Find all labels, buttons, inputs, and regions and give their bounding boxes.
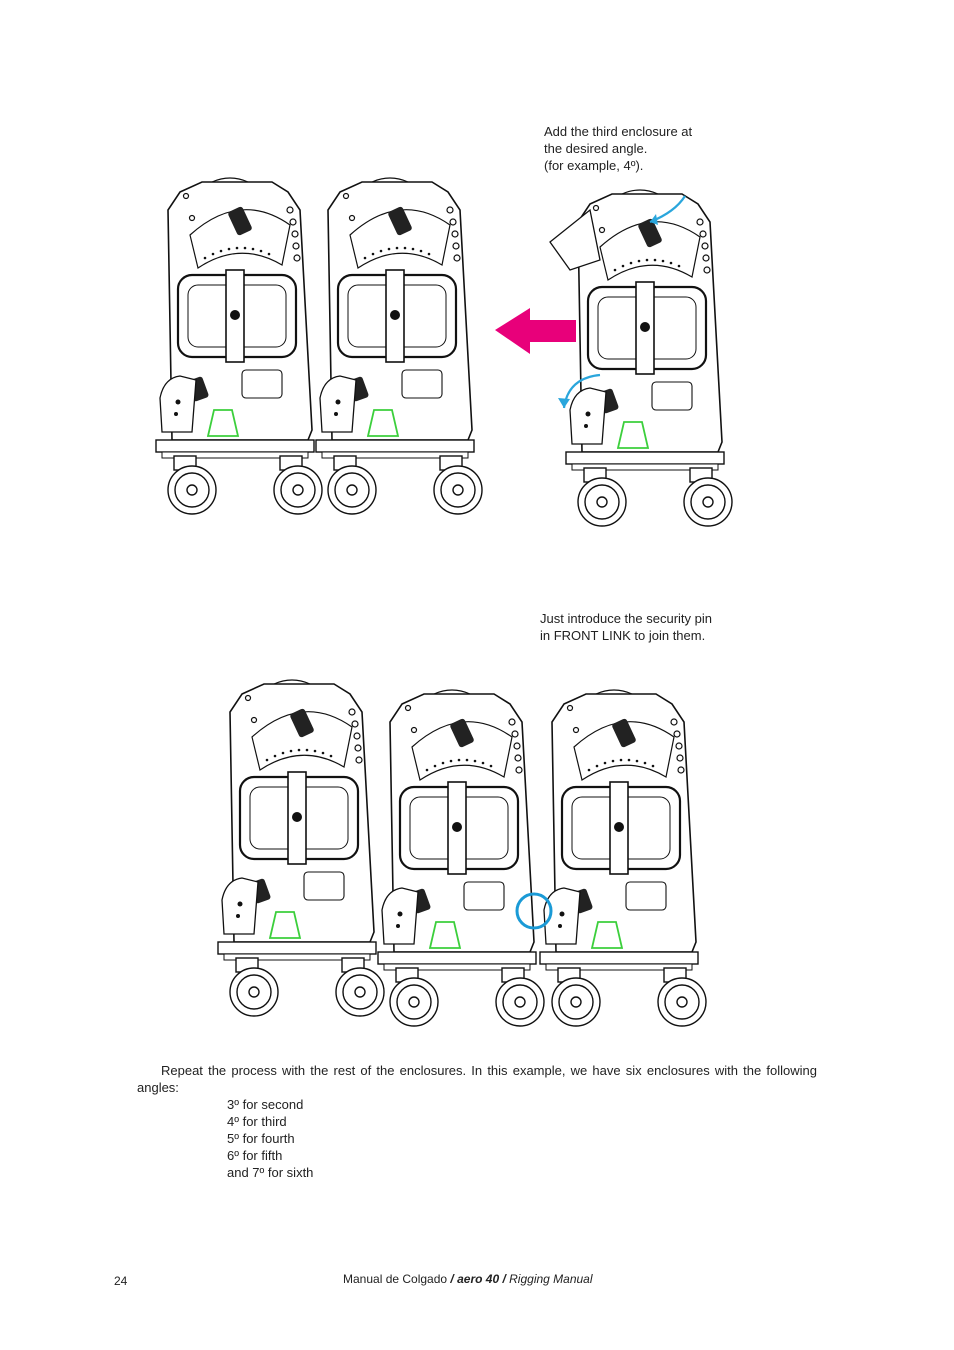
footer-suffix: Rigging Manual: [509, 1272, 593, 1286]
angle-item: 6º for fifth: [227, 1148, 283, 1163]
angle-item: 4º for third: [227, 1114, 287, 1129]
figure2-caption: Just introduce the security pin in FRONT…: [540, 610, 760, 644]
security-pin-highlight-icon: [515, 892, 553, 930]
figure1-caption: Add the third enclosure at the desired a…: [544, 123, 744, 174]
figure1-caption-line2: the desired angle.: [544, 141, 648, 156]
angle-list: 3º for second 4º for third 5º for fourth…: [227, 1096, 313, 1181]
enclosure-2: [314, 176, 484, 516]
front-link-plate: [549, 208, 601, 271]
enclosure-a: [216, 678, 386, 1018]
enclosure-c: [538, 688, 708, 1028]
figure1-illustration: [154, 176, 734, 528]
angle-item: 3º for second: [227, 1097, 304, 1112]
instructions-paragraph: Repeat the process with the rest of the …: [137, 1063, 817, 1095]
footer-prefix: Manual de Colgado: [343, 1272, 448, 1286]
direction-arrow-icon: [495, 308, 576, 354]
footer-brand: / aero 40 /: [450, 1272, 506, 1286]
footer-title: Manual de Colgado / aero 40 / Rigging Ma…: [343, 1272, 593, 1286]
angle-item: and 7º for sixth: [227, 1165, 314, 1180]
enclosure-b: [376, 688, 546, 1028]
figure2-illustration: [216, 678, 708, 1028]
page-number: 24: [114, 1274, 128, 1288]
enclosure-1: [154, 176, 324, 516]
figure1-caption-line3: (for example, 4º).: [544, 158, 644, 173]
figure1-caption-line1: Add the third enclosure at: [544, 124, 693, 139]
angle-item: 5º for fourth: [227, 1131, 295, 1146]
figure2-caption-line1: Just introduce the security pin: [540, 611, 712, 626]
figure2-caption-line2: in FRONT LINK to join them.: [540, 628, 706, 643]
